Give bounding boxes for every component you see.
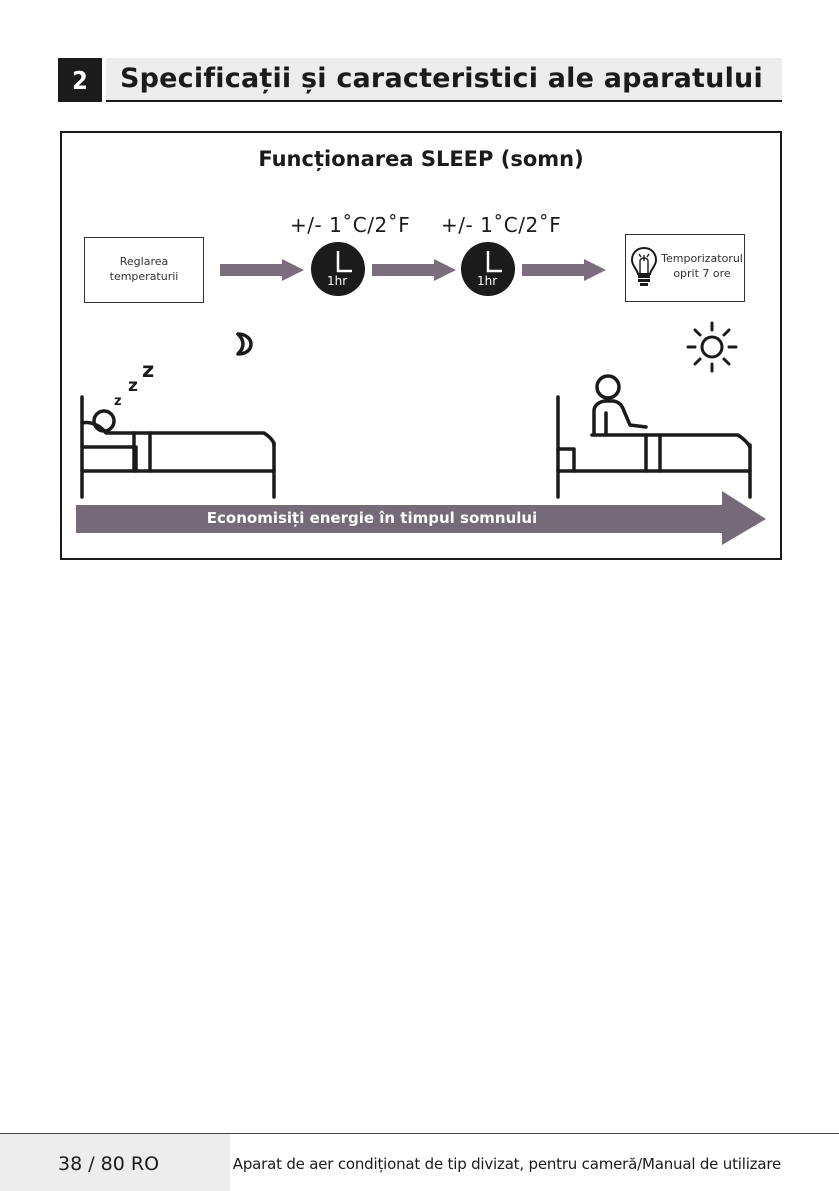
start-box-line1: Reglarea bbox=[85, 238, 203, 269]
step1-label: +/- 1˚C/2˚F bbox=[290, 213, 410, 237]
arrow-right-icon bbox=[522, 259, 606, 281]
energy-saving-banner-text: Economisiți energie în timpul somnului bbox=[62, 509, 682, 527]
section-header: 2 Specificații și caracteristici ale apa… bbox=[58, 58, 782, 102]
lightbulb-icon bbox=[630, 245, 658, 289]
awake-person-illustration bbox=[554, 373, 754, 499]
clock-icon bbox=[460, 241, 516, 297]
end-box: Temporizatorul oprit 7 ore bbox=[625, 234, 745, 302]
clock1-label: 1hr bbox=[327, 274, 347, 288]
arrow-right-icon bbox=[372, 259, 456, 281]
svg-text:z: z bbox=[114, 394, 122, 409]
section-title: Specificații și caracteristici ale apara… bbox=[120, 63, 763, 94]
arrow-right-icon bbox=[220, 259, 304, 281]
clock2-label: 1hr bbox=[477, 274, 497, 288]
section-title-bar: Specificații și caracteristici ale apara… bbox=[106, 58, 782, 102]
start-box-line2: temperaturii bbox=[85, 269, 203, 284]
step2-label: +/- 1˚C/2˚F bbox=[441, 213, 561, 237]
sun-icon bbox=[686, 321, 738, 373]
figure-title: Funcționarea SLEEP (somn) bbox=[62, 147, 780, 171]
svg-text:z: z bbox=[142, 361, 154, 382]
end-box-line2: oprit 7 ore bbox=[660, 266, 744, 281]
moon-icon bbox=[230, 331, 254, 357]
section-number: 2 bbox=[58, 58, 102, 102]
sleep-mode-figure: Funcționarea SLEEP (somn) +/- 1˚C/2˚F +/… bbox=[60, 131, 782, 560]
svg-text:z: z bbox=[128, 376, 138, 396]
page-number: 38 / 80 RO bbox=[58, 1153, 159, 1175]
footer-title: Aparat de aer condiționat de tip divizat… bbox=[233, 1155, 781, 1173]
sleeping-person-illustration: z z z bbox=[76, 361, 276, 499]
clock-icon bbox=[310, 241, 366, 297]
end-box-line1: Temporizatorul bbox=[660, 251, 744, 266]
start-box: Reglarea temperaturii bbox=[84, 237, 204, 303]
